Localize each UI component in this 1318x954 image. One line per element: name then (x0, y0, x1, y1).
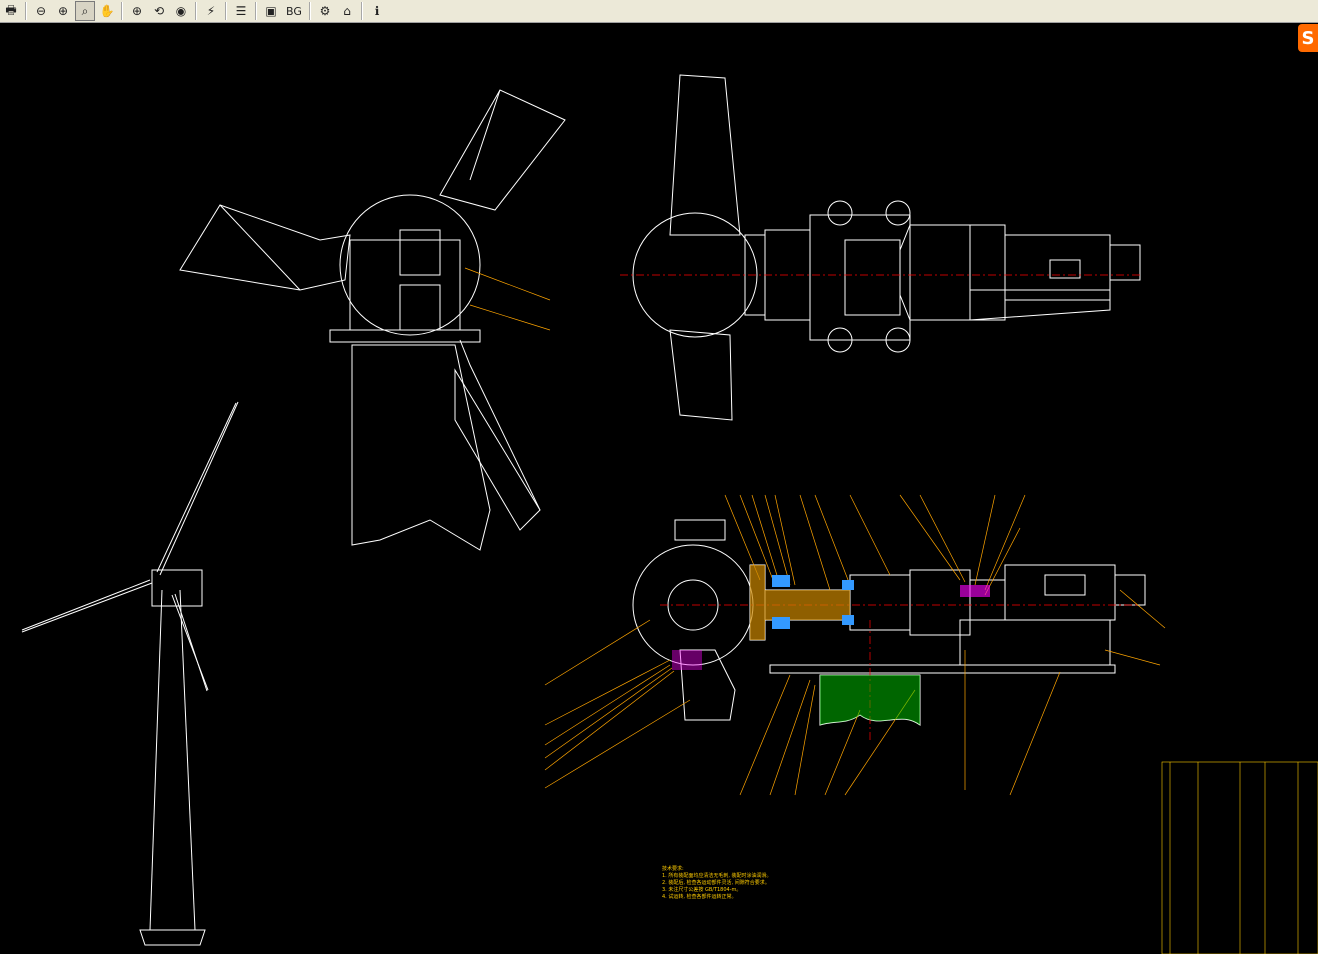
zoom-out-icon[interactable]: ⊖ (35, 4, 47, 18)
turbine-elevation-drawing (21, 401, 239, 946)
toolbar-separator (225, 2, 227, 20)
nacelle-plan-drawing (632, 74, 1141, 421)
toolbar-separator (25, 2, 27, 20)
zoom-realtime-icon[interactable]: ⊕ (131, 4, 143, 18)
zoom-window-icon[interactable]: ⌕ (75, 1, 95, 21)
print-icon[interactable]: 🖶 (5, 2, 17, 17)
home-icon[interactable]: ⌂ (343, 4, 351, 18)
toolbar-separator (361, 2, 363, 20)
toolbar-separator (121, 2, 123, 20)
toolbar-separator (195, 2, 197, 20)
layers-icon[interactable]: ☰ (235, 4, 247, 18)
title-block (1161, 761, 1318, 954)
sogou-badge-icon[interactable]: S (1298, 24, 1318, 52)
bg-button[interactable]: BG (286, 4, 302, 18)
cad-viewer-toolbar: 🖶 ⊖ ⊕ ⌕ ✋ ⊕ ⟲ ◉ ⚡ ☰ ▣ BG ⚙ ⌂ ℹ (0, 0, 1318, 23)
pan-icon[interactable]: ✋ (99, 4, 115, 18)
notes-line-4: 4. 试运转, 检查各部件运转正常。 (662, 894, 737, 900)
notes-line-2: 2. 装配后, 检查各运动部件灵活, 间隙符合要求。 (662, 880, 770, 886)
toolbar-separator (255, 2, 257, 20)
settings-icon[interactable]: ⚙ (319, 4, 331, 18)
technical-notes: 技术要求: 1. 所有装配面均应清洁无毛刺, 装配时涂油润滑。 2. 装配后, … (662, 866, 772, 901)
hub-assembly-drawing (179, 89, 566, 551)
view-icon[interactable]: ◉ (175, 4, 187, 18)
cad-drawing-canvas[interactable] (0, 23, 1318, 954)
notes-line-1: 1. 所有装配面均应清洁无毛刺, 装配时涂油润滑。 (662, 873, 772, 879)
info-icon[interactable]: ℹ (374, 4, 380, 18)
leader-lines (464, 267, 1166, 796)
display-icon[interactable]: ▣ (265, 4, 277, 18)
zoom-in-icon[interactable]: ⊕ (57, 4, 69, 18)
regen-icon[interactable]: ⚡ (206, 4, 216, 18)
section-hatching (672, 565, 990, 725)
notes-line-3: 3. 未注尺寸公差按 GB/T1804-m。 (662, 887, 742, 893)
zoom-previous-icon[interactable]: ⟲ (153, 4, 165, 18)
centerlines (620, 274, 1140, 740)
notes-heading: 技术要求: (662, 866, 684, 872)
toolbar-separator (309, 2, 311, 20)
